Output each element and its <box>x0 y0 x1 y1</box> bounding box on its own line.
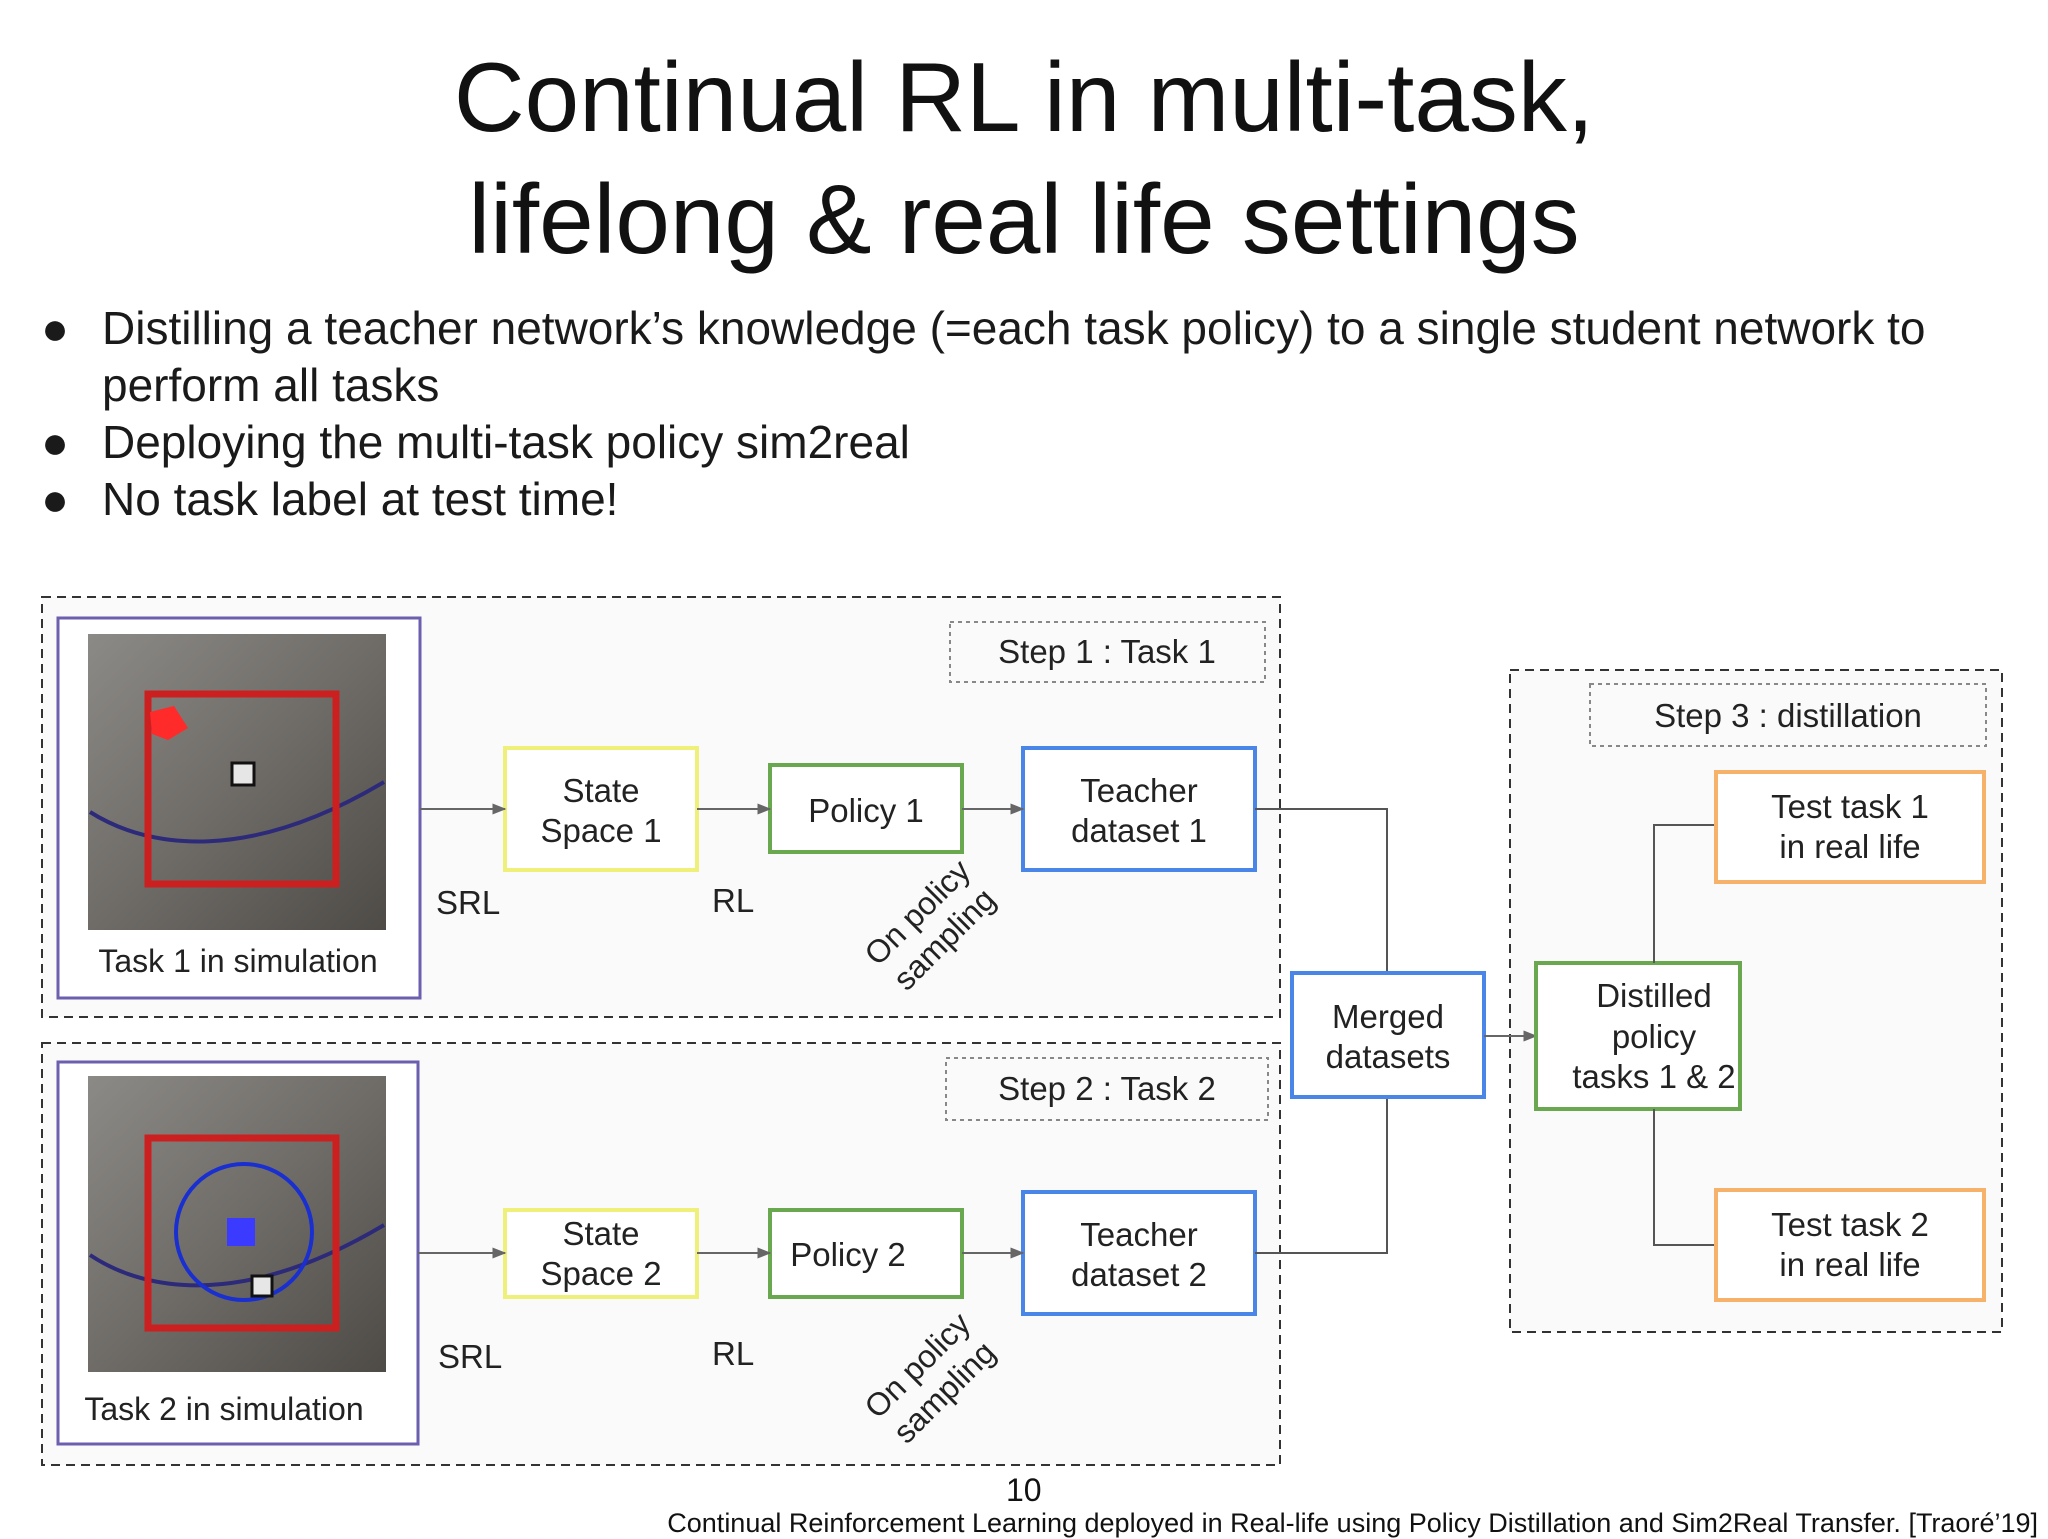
task2-target-square <box>144 1134 340 1332</box>
step2-label-box <box>945 1057 1269 1121</box>
test-task-1-label-b: in real life <box>1779 828 1920 865</box>
policy-2-label: Policy 2 <box>790 1236 906 1273</box>
policy-1-node <box>768 763 964 854</box>
citation-footer: Continual Reinforcement Learning deploye… <box>667 1508 2038 1538</box>
step3-label: Step 3 : distillation <box>1654 697 1922 734</box>
task2-blue-circle <box>174 1162 314 1302</box>
state-space-2-node <box>503 1208 699 1299</box>
step1-label: Step 1 : Task 1 <box>998 633 1216 670</box>
state-space-2-label-a: State <box>562 1215 639 1252</box>
policy-1-label: Policy 1 <box>808 792 924 829</box>
bullet-text-continued: perform all tasks <box>102 359 440 411</box>
task2-caption: Task 2 in simulation <box>84 1391 363 1427</box>
task1-robot <box>230 761 256 787</box>
test-task-1-node <box>1714 770 1986 884</box>
connector-teacher2-merged <box>1255 1097 1388 1254</box>
merged-label-a: Merged <box>1332 998 1444 1035</box>
state-space-1-node <box>503 746 699 872</box>
task1-caption: Task 1 in simulation <box>98 943 377 979</box>
slide-title: Continual RL in multi-task, lifelong & r… <box>0 36 2048 280</box>
step2-label: Step 2 : Task 2 <box>998 1070 1216 1107</box>
step3-label-box <box>1589 683 1987 747</box>
teacher-dataset-1-label-b: dataset 1 <box>1071 812 1207 849</box>
bullet-dot-icon: ● <box>41 416 69 468</box>
task2-blue-target <box>227 1218 255 1246</box>
task1-target-square <box>144 690 340 888</box>
test-task-2-label-a: Test task 2 <box>1771 1206 1929 1243</box>
teacher-dataset-2-label-b: dataset 2 <box>1071 1256 1207 1293</box>
bullet-text: No task label at test time! <box>102 473 619 525</box>
state-space-2-label-b: Space 2 <box>540 1255 661 1292</box>
bullet-item: ● No task label at test time! <box>40 471 2020 528</box>
policy-2-node <box>768 1208 964 1299</box>
merged-datasets-node <box>1290 971 1486 1099</box>
test-task-1-label-a: Test task 1 <box>1771 788 1929 825</box>
distilled-label-c: tasks 1 & 2 <box>1572 1058 1735 1095</box>
distilled-label-a: Distilled <box>1596 977 1712 1014</box>
bullet-text: Deploying the multi-task policy sim2real <box>102 416 910 468</box>
srl-label-1: SRL <box>436 884 500 921</box>
task2-robot <box>250 1274 274 1298</box>
step1-label-box <box>949 621 1266 683</box>
teacher-dataset-2-label-a: Teacher <box>1080 1216 1197 1253</box>
teacher-dataset-2-node <box>1021 1190 1257 1316</box>
bullet-dot-icon: ● <box>41 302 69 354</box>
distilled-policy-node <box>1534 961 1742 1111</box>
rl-label-1: RL <box>712 882 754 919</box>
state-space-1-label-b: Space 1 <box>540 812 661 849</box>
connector-distilled-test2 <box>1653 1109 1716 1246</box>
test-task-2-node <box>1714 1188 1986 1302</box>
connector-distilled-test1 <box>1653 824 1716 963</box>
bullet-dot-icon: ● <box>41 473 69 525</box>
rl-label-2: RL <box>712 1335 754 1372</box>
title-line-1: Continual RL in multi-task, <box>453 42 1595 152</box>
connector-teacher1-merged <box>1255 808 1388 973</box>
page-number: 10 <box>1006 1472 1042 1508</box>
task1-red-marker <box>150 706 188 740</box>
distilled-label-b: policy <box>1612 1018 1697 1055</box>
srl-label-2: SRL <box>438 1338 502 1375</box>
title-line-2: lifelong & real life settings <box>468 164 1580 274</box>
state-space-1-label-a: State <box>562 772 639 809</box>
bullet-item: ● Deploying the multi-task policy sim2re… <box>40 414 2020 471</box>
bullet-list: ● Distilling a teacher network’s knowled… <box>40 300 2020 528</box>
test-task-2-label-b: in real life <box>1779 1246 1920 1283</box>
teacher-dataset-1-node <box>1021 746 1257 872</box>
merged-label-b: datasets <box>1326 1038 1451 1075</box>
teacher-dataset-1-label-a: Teacher <box>1080 772 1197 809</box>
bullet-item: ● Distilling a teacher network’s knowled… <box>40 300 2020 414</box>
bullet-text: Distilling a teacher network’s knowledge… <box>102 302 1926 354</box>
